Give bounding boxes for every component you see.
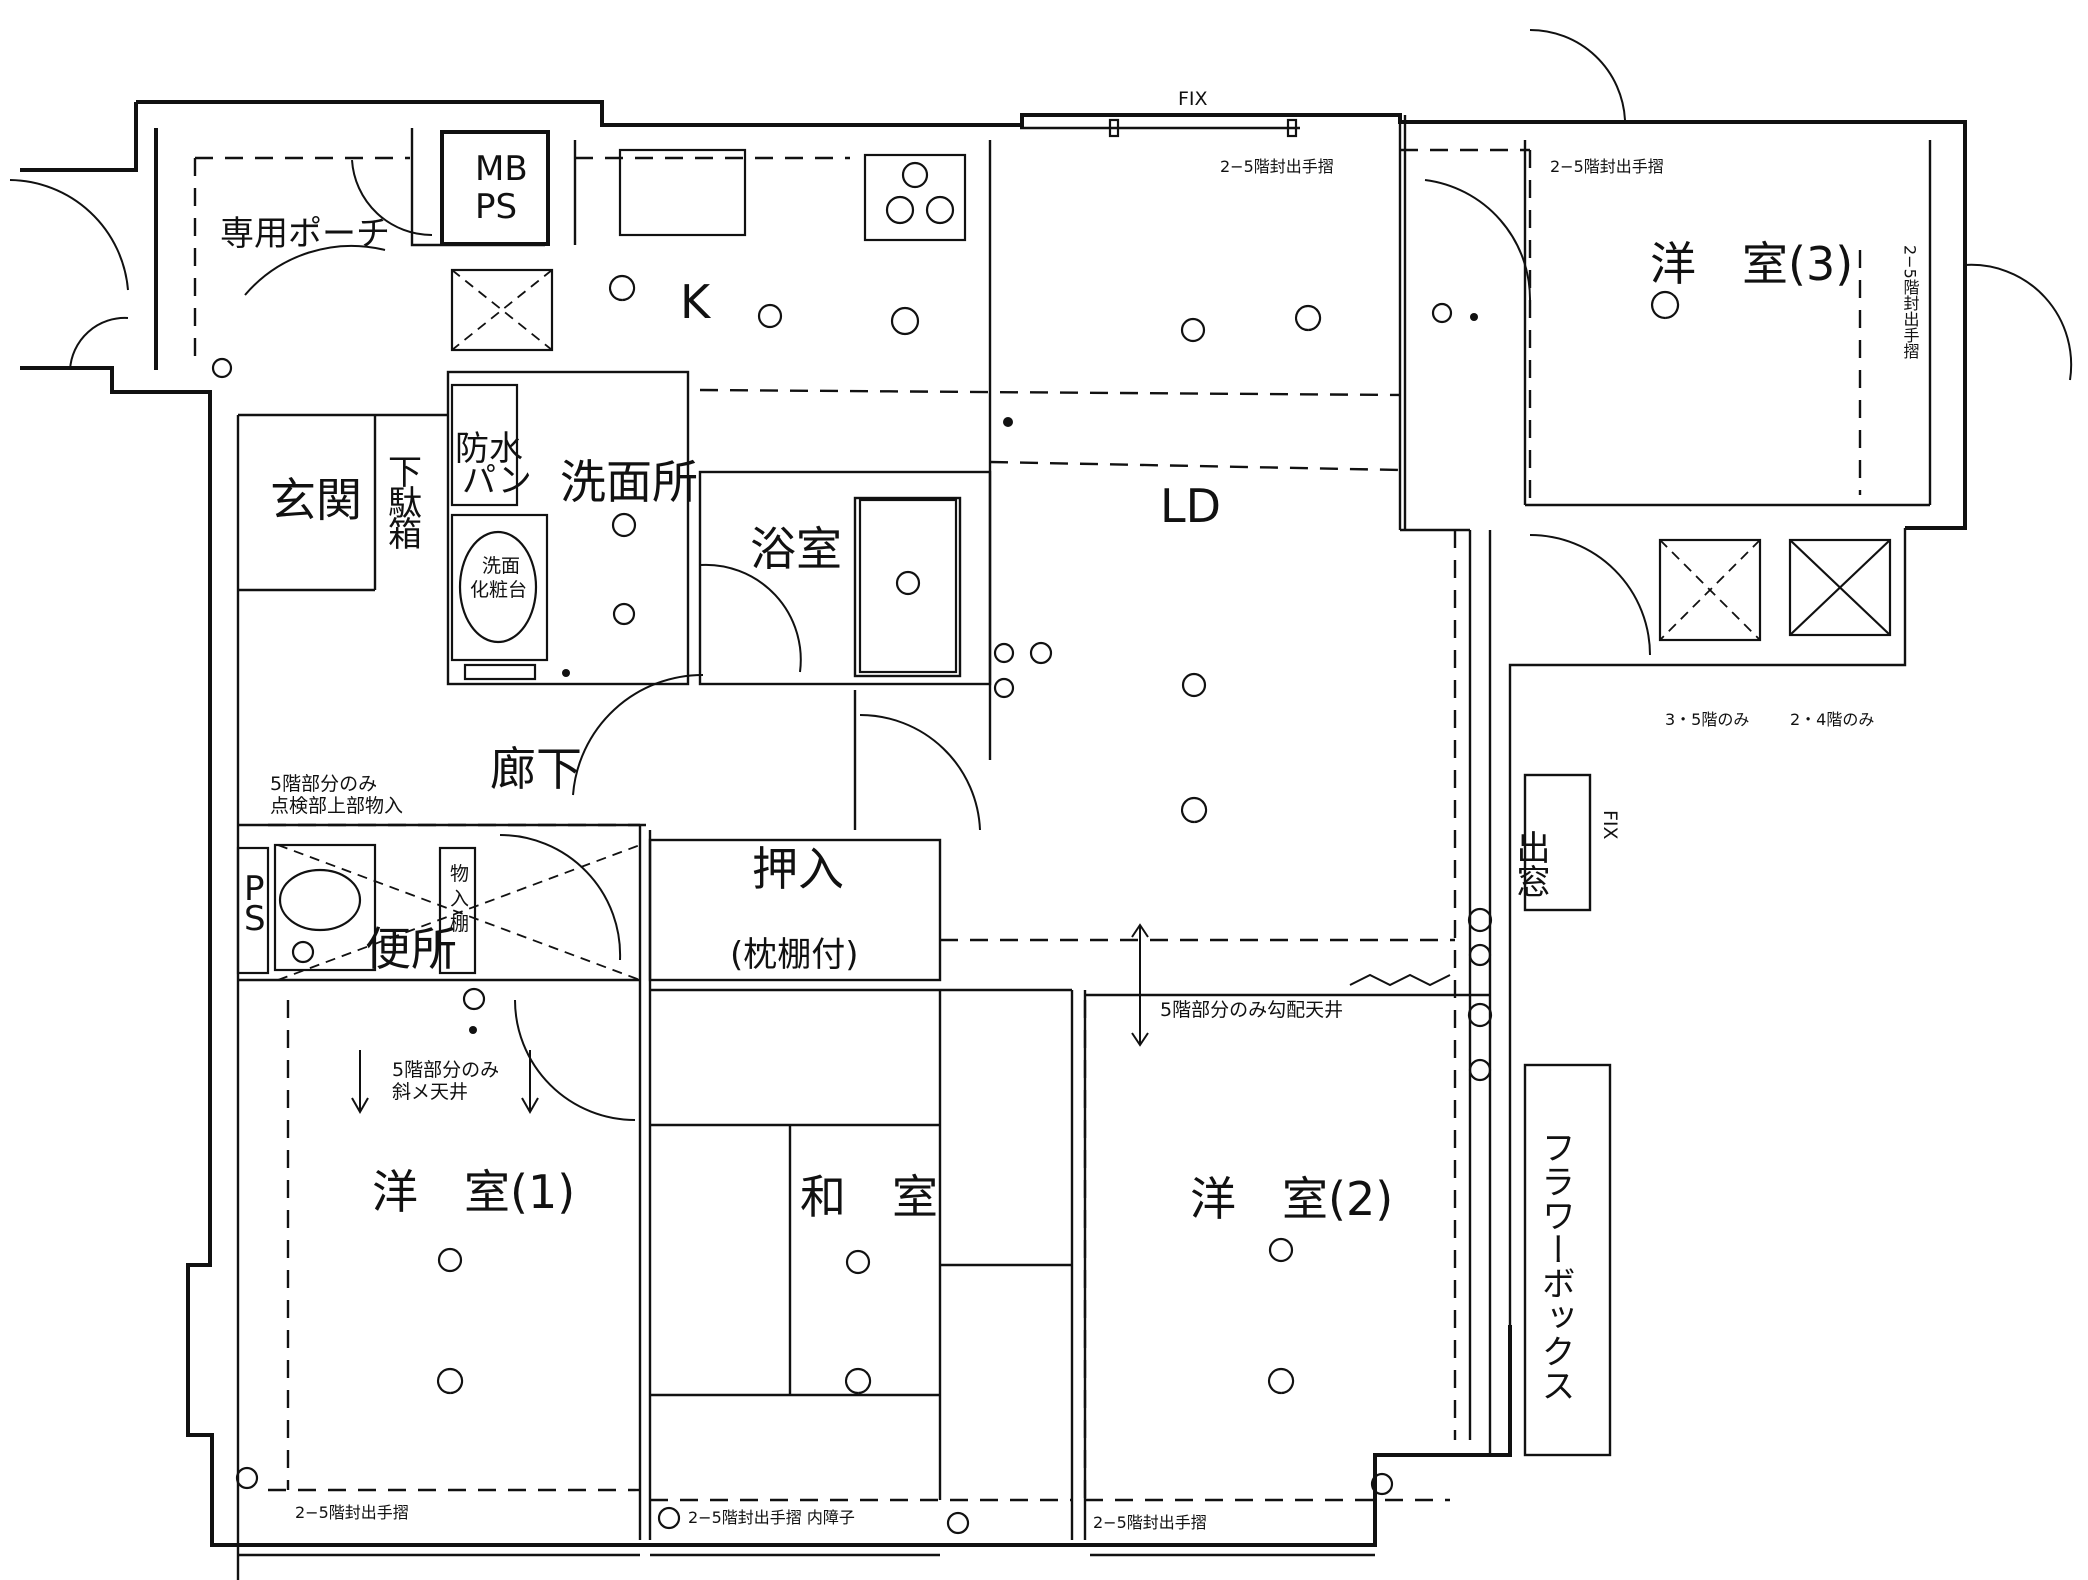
fix-windows	[238, 118, 1375, 1557]
storage-label-2: 入	[450, 888, 469, 910]
annotation-labels: FIX FIX 5階部分のみ 点検部上部物入 5階部分のみ 斜メ天井 5階部分の…	[270, 88, 1920, 1532]
toilet-fixtures	[236, 843, 641, 981]
note-5f-ceiling-label-1: 5階部分のみ	[392, 1059, 499, 1081]
handrail-r2-label: 2−5階封出手摺	[1093, 1513, 1207, 1532]
floors-35-only-label: 3・5階のみ	[1665, 710, 1749, 729]
handrail-ld-label: 2−5階封出手摺	[1220, 157, 1334, 176]
dashed-lines	[193, 148, 1862, 1502]
kitchen-fixtures	[450, 148, 967, 352]
handrail-r3-top-label: 2−5階封出手摺	[1550, 157, 1664, 176]
ps-toilet-label-p: P	[244, 869, 265, 909]
ceiling-arrows	[351, 923, 1451, 1115]
washroom-label: 洗面所	[560, 455, 698, 509]
storage-label-3: 棚	[450, 913, 469, 935]
ps-toilet-label-s: S	[244, 899, 266, 939]
ld-label: LD	[1160, 479, 1221, 533]
entrance-label: 玄関	[270, 473, 362, 527]
balcony-units	[1658, 538, 1892, 642]
storage-label-1: 物	[450, 863, 469, 885]
outer-walls	[20, 100, 1967, 1547]
toilet-label: 便所	[365, 922, 457, 976]
closet-label: 押入	[752, 842, 844, 896]
room-labels: 専用ポーチ MB PS K 玄関 下 駄 箱 防水 パン 洗面所 洗面 化粧台 …	[220, 149, 1853, 1402]
note-5f-only-label: 5階部分のみ	[270, 773, 377, 795]
shoebox-label-1: 下	[388, 453, 422, 493]
shoebox-label-3: 箱	[388, 515, 422, 555]
doors	[9, 28, 2073, 1121]
shoebox-label-2: 駄	[388, 484, 422, 524]
fix-top-label: FIX	[1178, 88, 1208, 110]
electrical-symbols	[211, 274, 1680, 1535]
closet-note-label: (枕棚付)	[730, 935, 859, 975]
vanity-label-1: 洗面	[482, 555, 520, 577]
japanese-room-tatami	[650, 990, 1072, 1500]
private-porch-label: 専用ポーチ	[220, 214, 390, 254]
hallway-label: 廊下	[490, 742, 582, 796]
western-room-3-label: 洋 室(3)	[1650, 237, 1853, 291]
vanity-label-2: 化粧台	[470, 579, 527, 601]
floors-24-only-label: 2・4階のみ	[1790, 710, 1874, 729]
kitchen-label: K	[680, 275, 712, 329]
washroom-fixtures	[450, 383, 549, 681]
western-room-2-label: 洋 室(2)	[1190, 1172, 1393, 1226]
bathroom-label: 浴室	[750, 522, 842, 576]
waterproof-pan-label-2: パン	[462, 461, 532, 501]
handrail-r3-side-label: 2−5階封出手摺	[1901, 245, 1920, 360]
handrail-r1-label: 2−5階封出手摺	[295, 1503, 409, 1522]
ps-label: PS	[475, 187, 517, 227]
interior-walls	[236, 115, 1612, 1580]
mb-label: MB	[475, 149, 528, 189]
note-5f-ceiling-label-2: 斜メ天井	[392, 1081, 468, 1103]
bay-window-label: 出窓	[1510, 830, 1550, 898]
waterproof-pan-label-1: 防水	[455, 429, 523, 469]
bath-fixtures	[858, 498, 958, 674]
note-5f-slope-label: 5階部分のみ勾配天井	[1160, 999, 1343, 1021]
japanese-room-label: 和 室	[800, 1170, 938, 1224]
handrail-wa-label: 2−5階封出手摺 内障子	[688, 1508, 855, 1527]
flower-box-label: フラワーボックス	[1535, 1130, 1575, 1402]
note-inspection-label: 点検部上部物入	[270, 795, 403, 817]
western-room-1-label: 洋 室(1)	[372, 1165, 575, 1219]
fix-side-label: FIX	[1599, 810, 1621, 840]
